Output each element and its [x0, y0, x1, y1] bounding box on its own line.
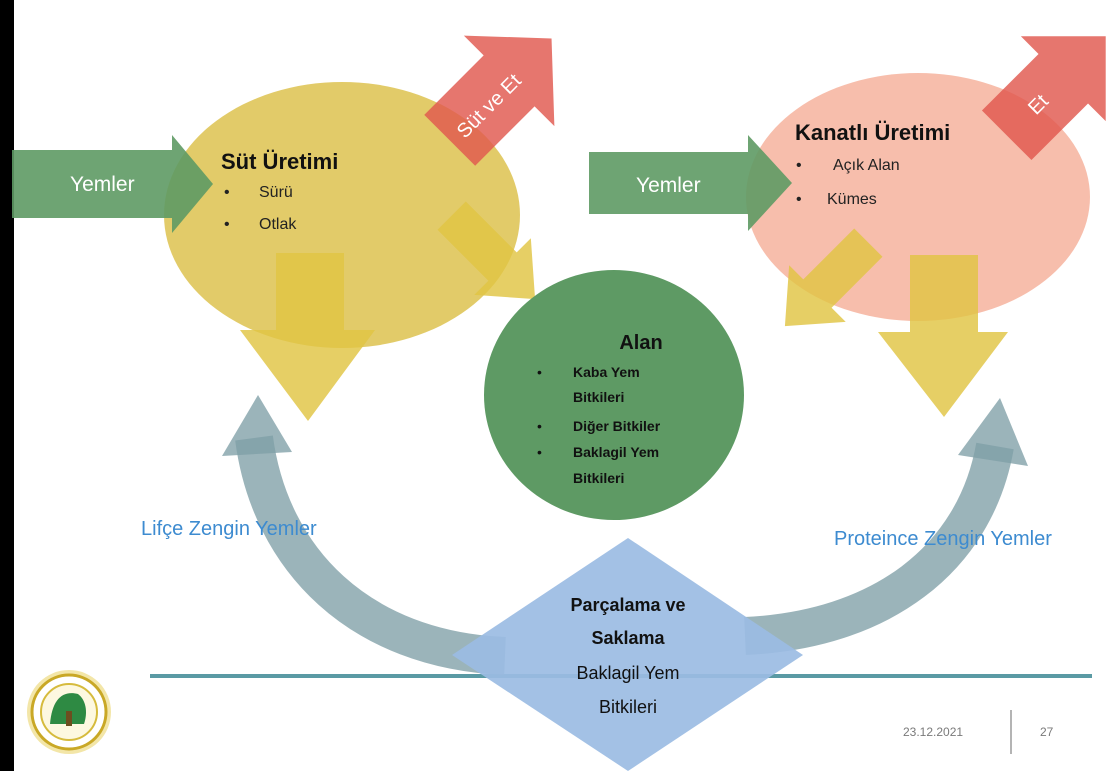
window-edge	[0, 0, 14, 771]
right-cycle-arrowhead	[958, 398, 1028, 466]
left-cycle-label: Lifçe Zengin Yemler	[141, 518, 317, 540]
right-cycle-arrow-shaft	[744, 442, 1014, 655]
processing-sub-line-2: Bitkileri	[599, 697, 657, 717]
poultry-down-arrow	[878, 255, 1008, 417]
dairy-bullet-2: •	[224, 216, 230, 233]
poultry-feed-arrow	[589, 135, 792, 231]
dairy-item-1: Sürü	[259, 184, 293, 201]
field-item-3-line-2: Bitkileri	[573, 470, 624, 486]
poultry-bullet-2: •	[796, 191, 802, 208]
processing-sub-line-1: Baklagil Yem	[576, 663, 679, 683]
left-cycle-arrow-shaft	[235, 435, 506, 675]
field-bullet-3: •	[537, 444, 542, 460]
logo-seal	[27, 670, 111, 754]
dairy-down-arrow	[240, 253, 375, 421]
field-item-3-line-1: Baklagil Yem	[573, 444, 659, 460]
meat-output-arrow: Et	[981, 36, 1106, 161]
footer-date: 23.12.2021	[903, 725, 963, 739]
tree-icon	[50, 693, 86, 724]
field-item-1-line-2: Bitkileri	[573, 389, 624, 405]
field-bubble	[484, 270, 744, 520]
field-item-2: Diğer Bitkiler	[573, 418, 661, 434]
footer-page-number: 27	[1040, 725, 1054, 739]
dairy-item-2: Otlak	[259, 216, 297, 233]
dairy-feed-arrow	[12, 135, 213, 233]
poultry-item-1: Açık Alan	[833, 157, 900, 174]
poultry-to-field-arrow	[784, 228, 883, 327]
poultry-bullet-1: •	[796, 157, 802, 174]
processing-title-line-2: Saklama	[591, 628, 665, 648]
field-item-1-line-1: Kaba Yem	[573, 364, 640, 380]
poultry-title: Kanatlı Üretimi	[795, 120, 950, 145]
processing-diamond	[452, 538, 803, 771]
dairy-feed-label: Yemler	[70, 173, 135, 196]
field-title: Alan	[619, 332, 662, 354]
poultry-feed-label: Yemler	[636, 174, 701, 197]
processing-title-line-1: Parçalama ve	[570, 595, 685, 615]
field-bullet-1: •	[537, 364, 542, 380]
field-bullet-2: •	[537, 418, 542, 434]
poultry-item-2: Kümes	[827, 191, 877, 208]
left-cycle-arrowhead	[222, 395, 292, 456]
dairy-production-bubble	[164, 82, 520, 348]
dairy-bullet-1: •	[224, 184, 230, 201]
right-cycle-label: Proteince Zengin Yemler	[834, 528, 1052, 550]
dairy-to-field-arrow	[437, 201, 536, 300]
dairy-title: Süt Üretimi	[221, 149, 338, 174]
